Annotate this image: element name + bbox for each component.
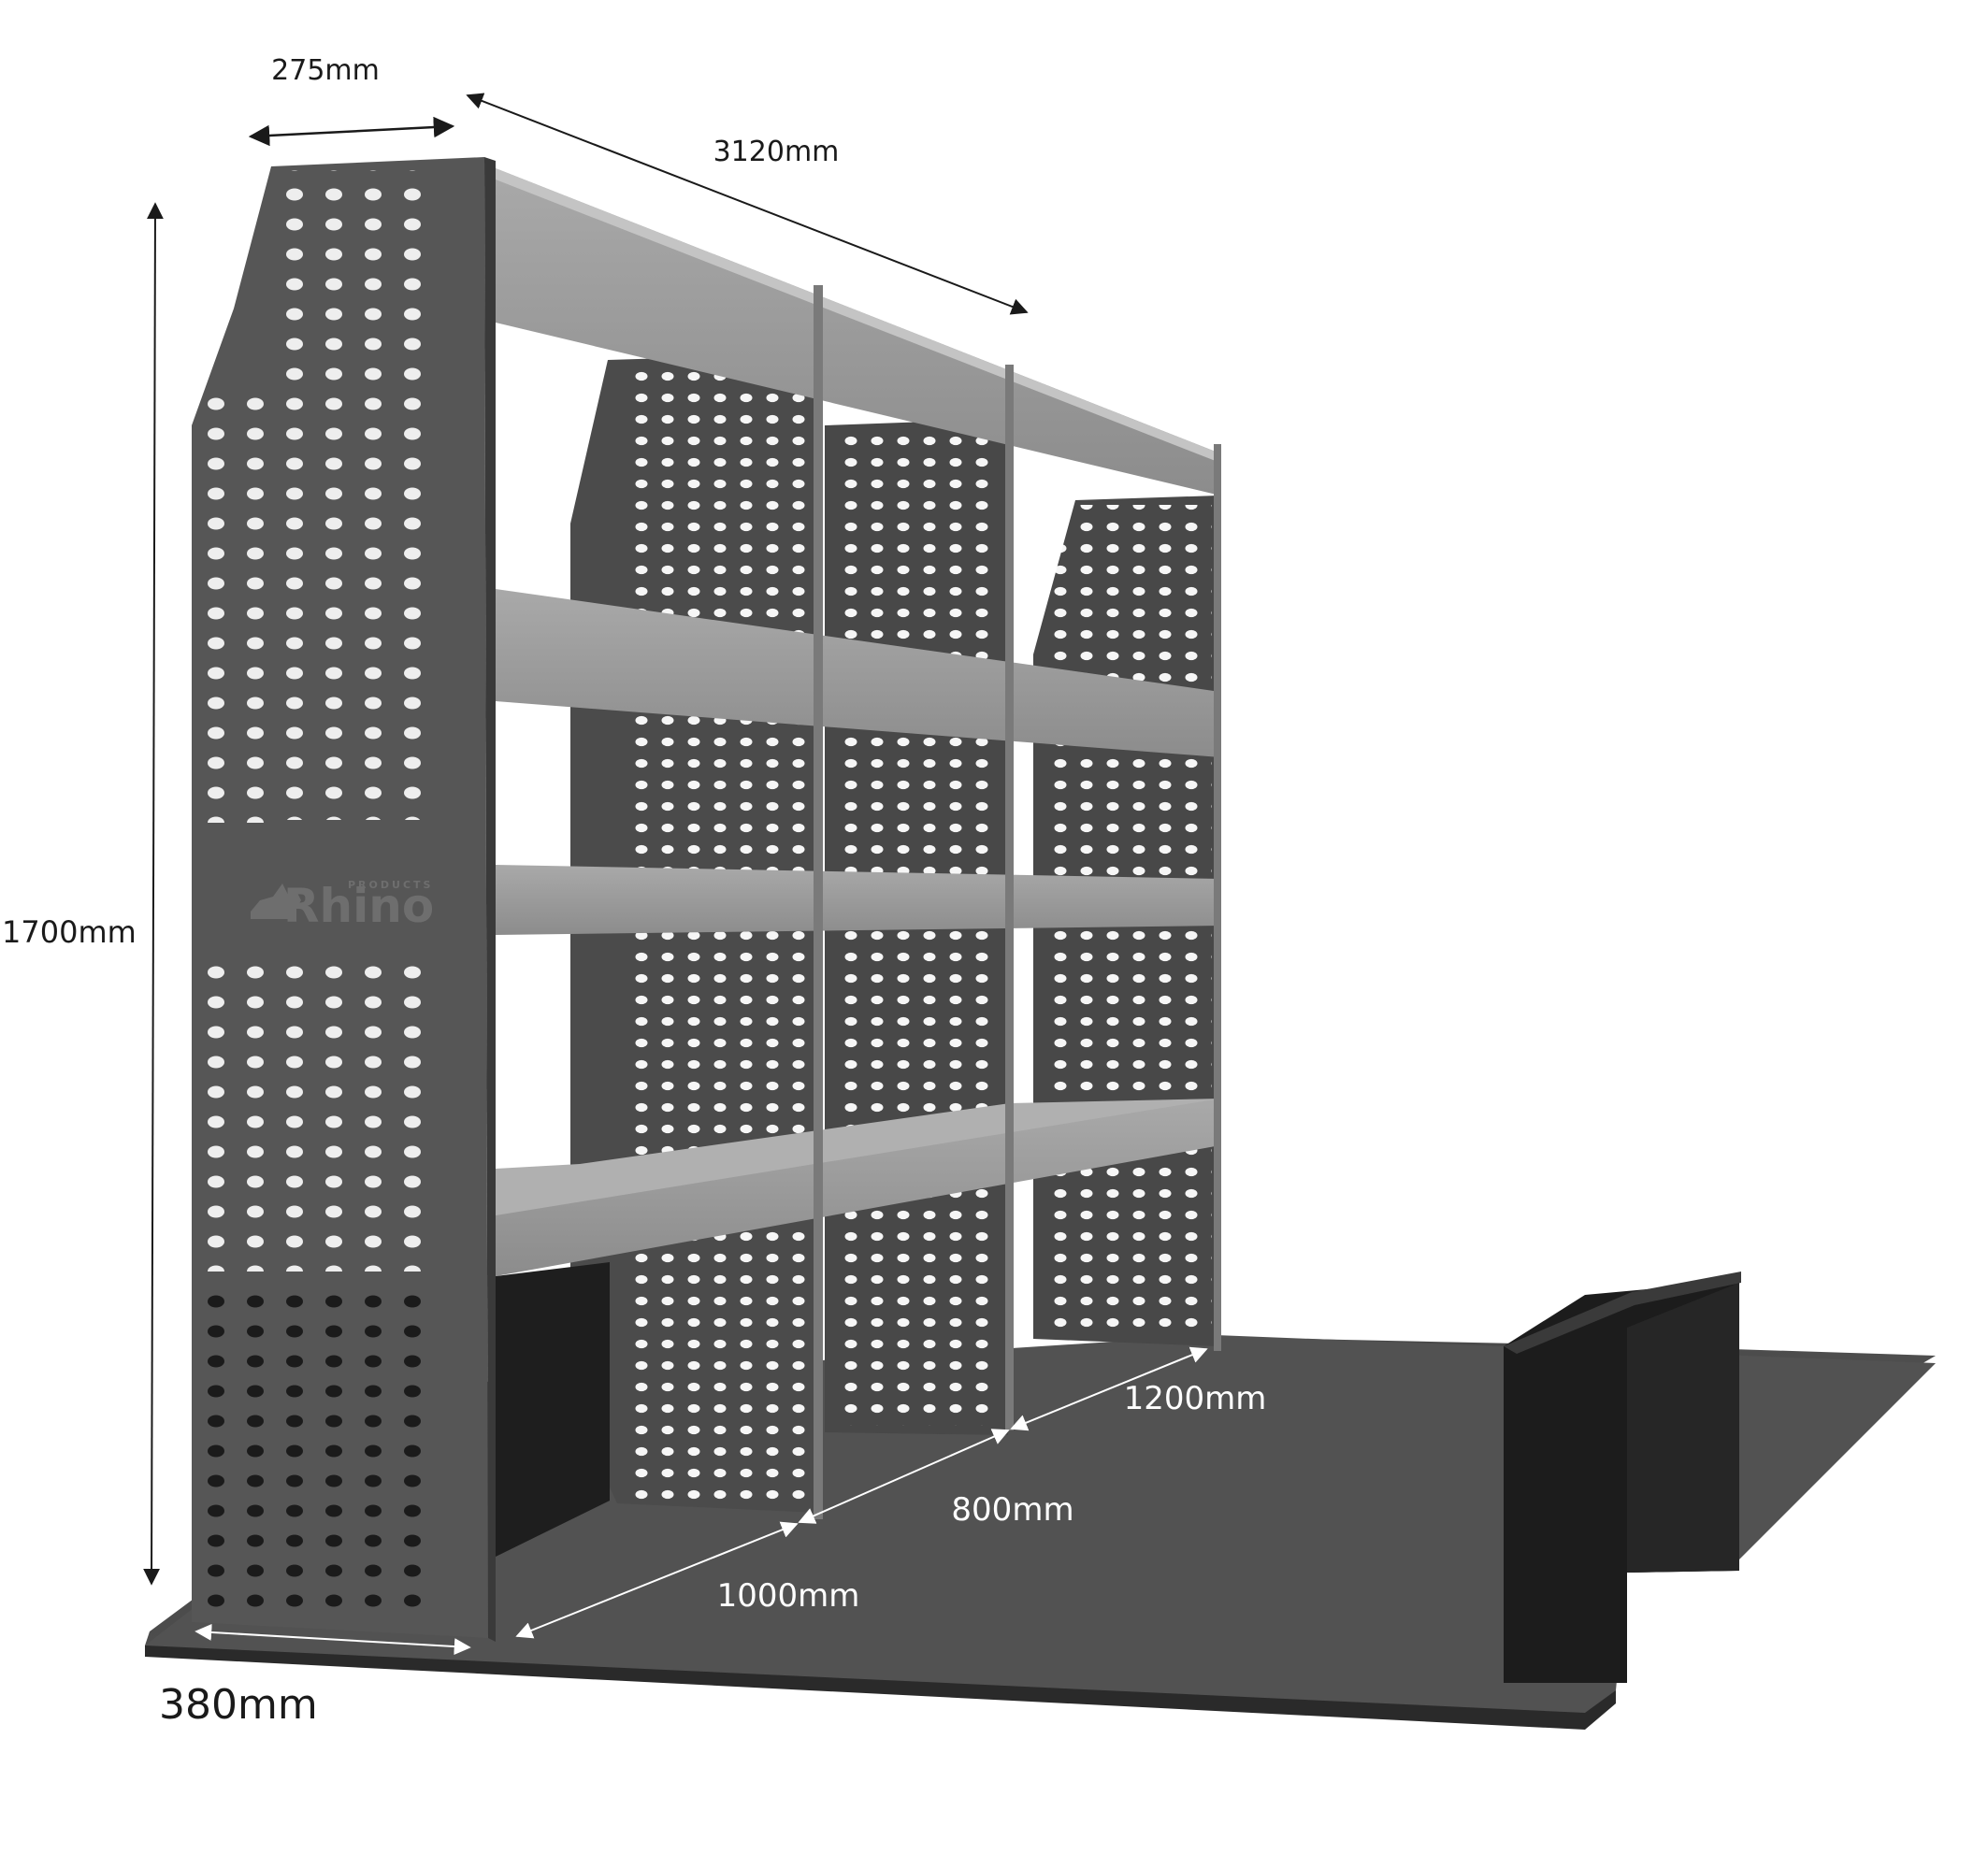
wheel-arch (1504, 1272, 1741, 1683)
height-label: 1700mm (2, 914, 137, 950)
bay-1-label: 1000mm (717, 1577, 860, 1615)
end-panel-holes-middle (271, 963, 428, 1272)
end-panel-holes-lower (271, 1286, 428, 1608)
under-shelf-shadow (496, 1262, 610, 1557)
bay-2-arrow (798, 1429, 1010, 1524)
wheel-arch-inner (1627, 1283, 1739, 1573)
shelf-2 (496, 589, 1220, 757)
uprights (814, 285, 1221, 1519)
upright-2 (1005, 365, 1014, 1430)
end-panel-holes-upper (271, 170, 428, 820)
end-panel-holes-left (200, 383, 275, 823)
bay-3-arrow (1010, 1346, 1208, 1431)
bay-1-holes (631, 369, 809, 1501)
height-arrow (143, 202, 164, 1586)
rhino-logo-tagline: PRODUCTS (348, 879, 433, 891)
floor-edge (145, 1645, 1616, 1730)
rhino-logo: Rhino PRODUCTS (251, 879, 434, 933)
depth-top-label: 275mm (271, 54, 380, 87)
shelf-4 (496, 1099, 1220, 1276)
end-panel (192, 157, 496, 1642)
rhino-logo-brand: Rhino (283, 879, 434, 933)
bay-2-label: 800mm (951, 1491, 1073, 1529)
rhino-logo-icon (251, 884, 301, 919)
end-panel-holes-left-2 (200, 963, 275, 1272)
base-depth-arrow (194, 1623, 471, 1656)
length-label: 3120mm (713, 136, 840, 168)
length-arrow (466, 93, 1029, 315)
upright-3 (1214, 444, 1221, 1351)
bay-1-arrow (515, 1521, 799, 1639)
shelf-3 (496, 865, 1220, 935)
wheel-arch-top (1504, 1272, 1741, 1354)
end-panel-edge (484, 157, 496, 1642)
end-panel-holes-left-3 (200, 1286, 275, 1608)
upright-1 (814, 285, 823, 1519)
bay-3-label: 1200mm (1124, 1380, 1267, 1417)
base-depth-label: 380mm (159, 1681, 318, 1729)
dimension-labels: 275mm 3120mm 1700mm 380mm 1000mm 800mm 1… (2, 54, 1266, 1729)
dimension-lines (143, 93, 1208, 1656)
back-panels (570, 353, 1218, 1513)
depth-top-arrow (248, 116, 455, 147)
